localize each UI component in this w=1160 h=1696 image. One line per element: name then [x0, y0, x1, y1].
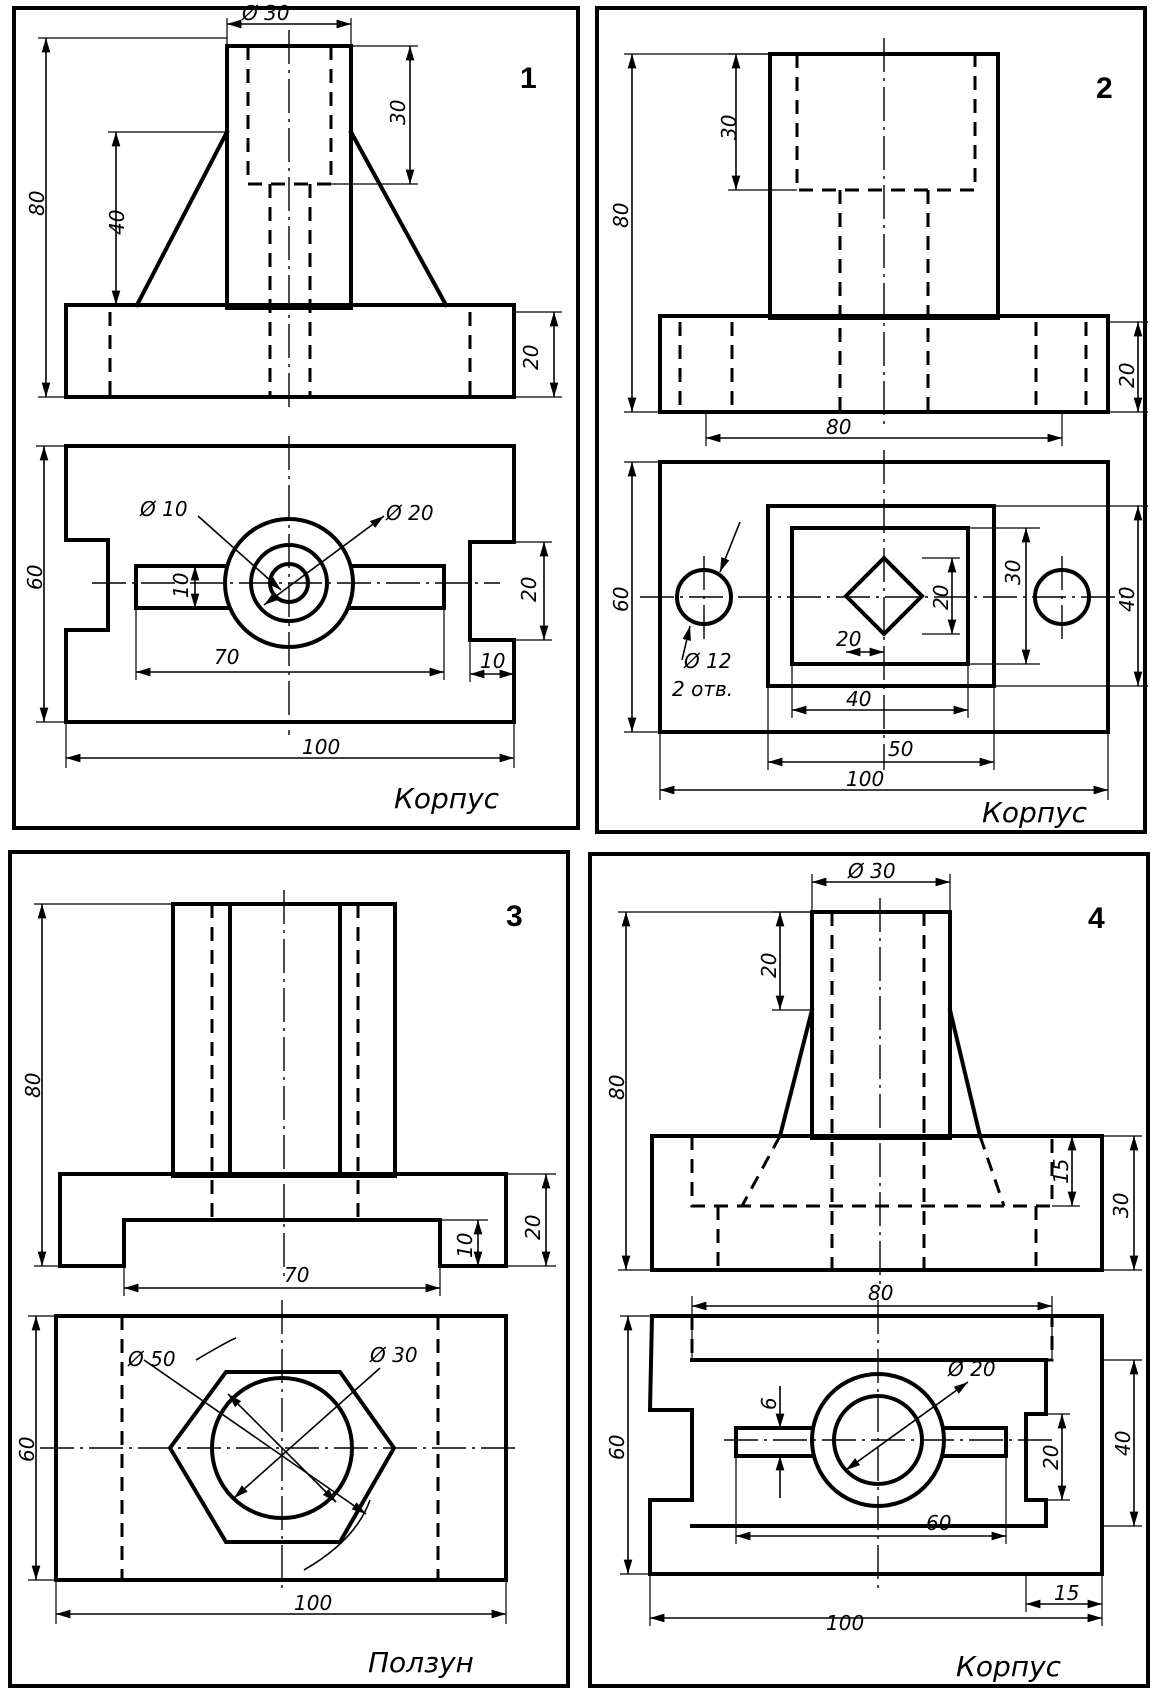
dim-w100: 100 [846, 767, 884, 791]
dim-w70: 70 [214, 645, 239, 669]
dim-h20: 20 [521, 1215, 545, 1240]
dim-h80: 80 [21, 1073, 45, 1098]
dim-w10b: 10 [480, 649, 505, 673]
dim-v20: 20 [1039, 1445, 1063, 1470]
dim-w40: 40 [846, 687, 871, 711]
dim-h20: 20 [519, 345, 543, 370]
dim-w10: 10 [169, 573, 193, 598]
dim-h30: 30 [1109, 1193, 1133, 1218]
dim-d30: Ø 30 [241, 1, 290, 25]
drawing-3: 3 80 20 10 70 [8, 850, 570, 1688]
dim-d50: Ø 50 [127, 1347, 176, 1371]
dim-d10: Ø 10 [139, 497, 188, 521]
drawing-3-front-view: 80 20 10 70 [21, 890, 556, 1296]
drawing-1: 1 Ø 30 30 40 [12, 1, 580, 830]
drawing-4-front-view: Ø 30 20 80 15 30 [605, 859, 1142, 1284]
dim-w20: 20 [517, 577, 541, 602]
dim-w20: 20 [836, 627, 861, 651]
dim-d12: Ø 12 [683, 649, 732, 673]
dim-d20: Ø 20 [947, 1357, 996, 1381]
dim-h10: 10 [453, 1233, 477, 1258]
dim-w6: 6 [757, 1397, 781, 1410]
dim-v40: 40 [1115, 587, 1139, 612]
dim-d20: Ø 20 [385, 501, 434, 525]
drawing-3-frame [8, 850, 570, 1688]
dim-v30: 30 [1001, 560, 1025, 585]
dim-h15: 15 [1049, 1159, 1073, 1184]
drawing-3-caption: Ползун [368, 1646, 474, 1679]
drawing-2: 2 30 80 20 80 [595, 6, 1148, 834]
dim-w80: 80 [868, 1281, 893, 1305]
dim-w50: 50 [888, 737, 913, 761]
dim-w60: 60 [926, 1511, 951, 1535]
drawing-4-top-view: Ø 20 6 80 20 40 60 60 [605, 1281, 1142, 1635]
dim-w15: 15 [1054, 1581, 1079, 1605]
dim-h20: 20 [1115, 363, 1139, 388]
drawing-4: 4 Ø 30 20 80 [588, 852, 1150, 1688]
dim-h60: 60 [609, 587, 633, 612]
dim-h80: 80 [605, 1075, 629, 1100]
dim-d30: Ø 30 [369, 1343, 418, 1367]
dim-h60: 60 [15, 1437, 39, 1462]
dim-h60: 60 [605, 1435, 629, 1460]
drawing-1-top-view: Ø 10 Ø 20 10 20 70 10 60 100 [23, 436, 552, 768]
dim-h30: 30 [386, 100, 410, 125]
dim-h80: 80 [25, 191, 49, 216]
dim-v40: 40 [1111, 1431, 1135, 1456]
dim-w100: 100 [294, 1591, 332, 1615]
drawing-3-number: 3 [506, 900, 523, 933]
drawing-2-front-view: 30 80 20 80 [609, 38, 1148, 446]
dim-w100: 100 [302, 735, 340, 759]
dim-d30: Ø 30 [847, 859, 896, 883]
drawing-4-frame [588, 852, 1150, 1688]
drawing-1-front-view: Ø 30 30 40 80 20 [25, 1, 562, 410]
dim-h30: 30 [717, 115, 741, 140]
drawing-2-top-view: Ø 12 2 отв. 20 20 30 40 40 50 [609, 450, 1148, 800]
drawing-2-frame [595, 6, 1147, 834]
dim-w80: 80 [826, 415, 851, 439]
drawing-4-caption: Корпус [956, 1650, 1062, 1683]
drawing-1-number: 1 [520, 62, 537, 95]
dim-h20: 20 [757, 953, 781, 978]
dim-w100: 100 [826, 1611, 864, 1635]
dim-h40: 40 [105, 210, 129, 235]
drawing-1-frame [12, 6, 580, 830]
drawing-2-number: 2 [1096, 72, 1113, 105]
drawing-3-top-view: Ø 50 Ø 30 60 100 [15, 1300, 520, 1624]
dim-holes: 2 отв. [672, 677, 733, 701]
dim-h60: 60 [23, 565, 47, 590]
dim-h80: 80 [609, 203, 633, 228]
drawing-2-caption: Корпус [982, 796, 1088, 829]
dim-v20: 20 [929, 585, 953, 610]
dim-w70: 70 [284, 1263, 309, 1287]
drawing-1-caption: Корпус [394, 782, 500, 815]
drawing-4-number: 4 [1088, 902, 1105, 935]
